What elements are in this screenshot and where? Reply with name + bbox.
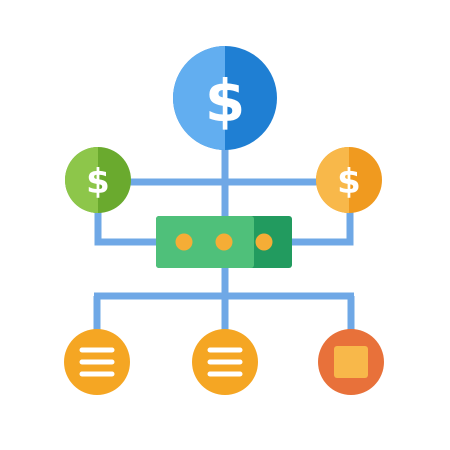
top-coin-highlight [173, 46, 225, 150]
dots-bar-face [156, 216, 254, 268]
dollar-icon: $ [205, 67, 245, 135]
dollar-icon: $ [86, 162, 110, 202]
left-bar-connector [94, 205, 158, 246]
connector-lines [93, 145, 355, 332]
list-lines-icon [79, 347, 115, 377]
bar-dot-icon [255, 233, 273, 251]
dollar-icon: $ [337, 162, 361, 202]
bar-dot-icon [215, 233, 233, 251]
list-lines-icon [207, 347, 243, 377]
right-coin: $ [316, 147, 382, 213]
left-coin-highlight [65, 147, 98, 213]
dots-bar [156, 216, 292, 268]
bottom-list-left [64, 329, 130, 395]
right-coin-highlight [316, 147, 349, 213]
right-bar-connector [292, 205, 354, 246]
square-icon [334, 346, 368, 378]
bar-dot-icon [175, 233, 193, 251]
left-coin: $ [65, 147, 131, 213]
bottom-square-right [318, 329, 384, 395]
bottom-list-center [192, 329, 258, 395]
top-coin: $ [173, 46, 277, 150]
